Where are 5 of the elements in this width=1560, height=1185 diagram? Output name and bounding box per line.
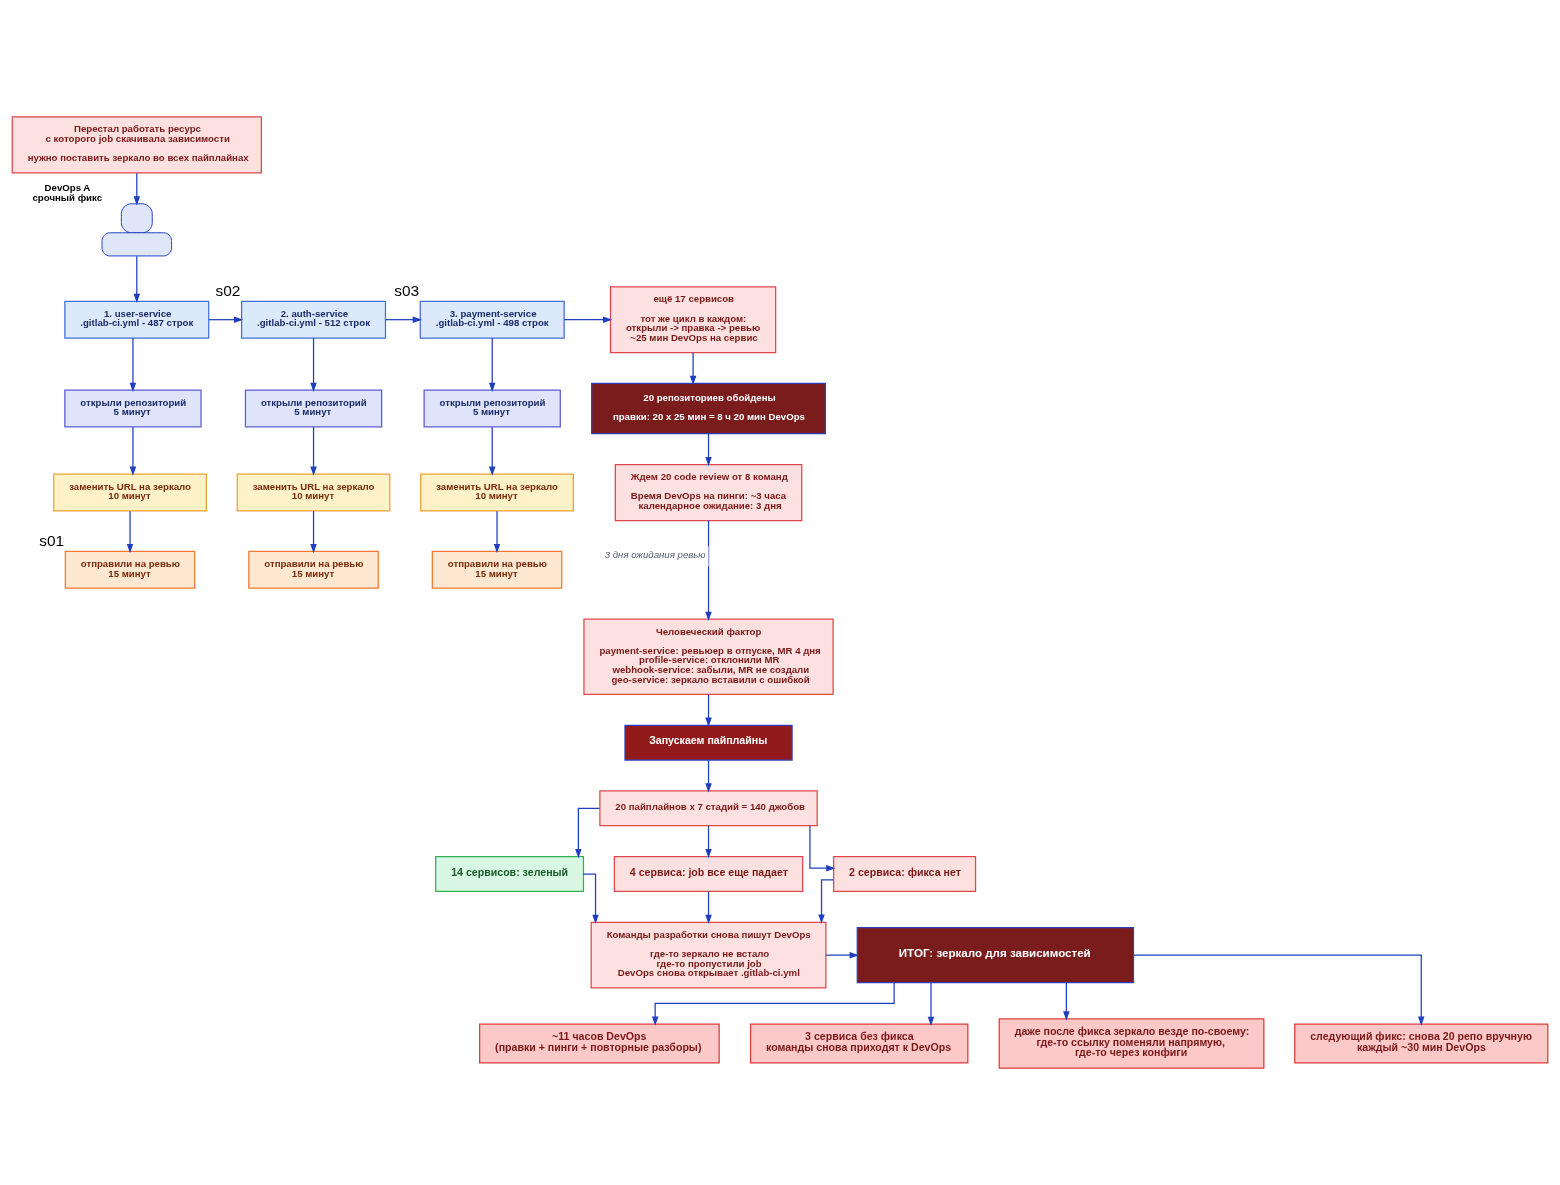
node-label: DevOps A срочный фикс [32, 182, 103, 203]
node-label: s03 [394, 282, 420, 300]
edge-label: 3 дня ожидания ревью [604, 549, 706, 561]
node-label: s01 [39, 532, 65, 550]
node-label: s02 [215, 282, 241, 300]
